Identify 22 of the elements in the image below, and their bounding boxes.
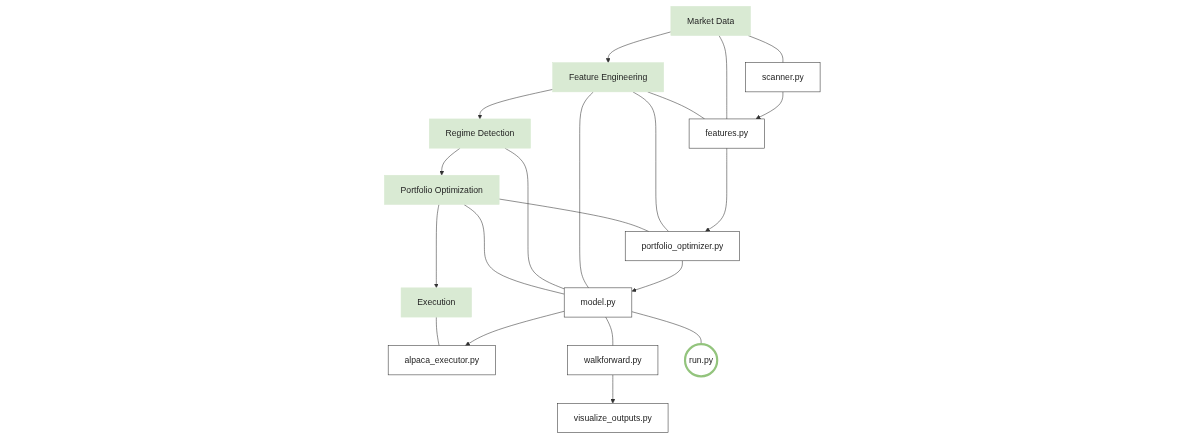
connector	[579, 91, 594, 289]
connector	[647, 91, 705, 120]
connector	[504, 147, 565, 290]
connector	[747, 35, 783, 63]
connector	[498, 198, 649, 232]
connector	[718, 35, 727, 120]
node-box: Regime Detection	[428, 118, 531, 149]
node-box: portfolio_optimizer.py	[624, 231, 740, 262]
connector	[605, 316, 613, 346]
node-circle: run.py	[683, 343, 719, 378]
node-box: Execution	[400, 287, 472, 318]
node-box: features.py	[688, 118, 765, 149]
node-box: alpaca_executor.py	[387, 345, 496, 376]
node-box: Portfolio Optimization	[383, 174, 500, 205]
node-box: Feature Engineering	[552, 62, 664, 93]
connector	[435, 316, 440, 346]
node-box: model.py	[563, 287, 632, 318]
connector	[632, 91, 669, 232]
node-box: visualize_outputs.py	[557, 403, 669, 433]
node-box: Market Data	[670, 6, 751, 36]
node-box: walkforward.py	[567, 345, 658, 376]
node-box: scanner.py	[745, 62, 821, 93]
